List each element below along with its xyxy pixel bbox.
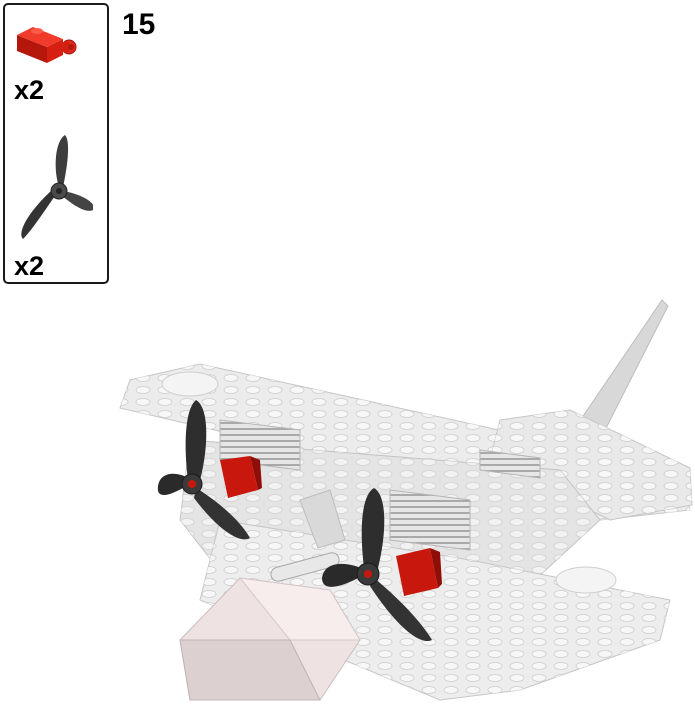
propeller-left [157, 400, 250, 540]
part-quantity: x2 [14, 251, 45, 281]
assembled-airplane-model [0, 290, 695, 716]
red-brick-icon [17, 27, 77, 63]
parts-list-callout: x2 x2 [3, 3, 109, 284]
airplane-illustration [119, 299, 693, 701]
red-engine-left [220, 456, 262, 498]
propeller-right [322, 488, 432, 642]
propeller-icon [21, 135, 93, 239]
step-number: 15 [122, 8, 156, 41]
red-engine-right [396, 548, 442, 596]
part-quantity: x2 [14, 75, 45, 105]
